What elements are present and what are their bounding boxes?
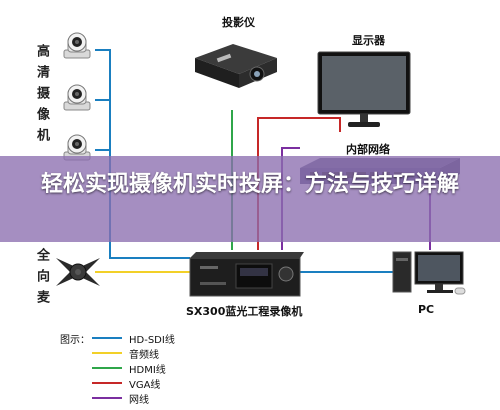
monitor-icon [317,51,411,127]
legend-swatch [92,352,122,354]
monitor-label: 显示器 [352,34,385,47]
recorder-label: SX300蓝光工程录像机 [186,305,303,318]
projector-label: 投影仪 [222,16,255,29]
legend-title: 图示： [60,335,90,346]
legend-swatch [92,397,122,399]
pc-label: PC [418,303,435,316]
network-label: 内部网络 [346,143,390,156]
projector-icon [195,44,277,88]
pc-icon [392,251,466,295]
legend-label: HD-SDI线 [129,335,175,346]
camera-icon [63,32,91,59]
legend-item-audio: 音频线 [92,347,252,361]
legend-swatch [92,367,122,369]
legend-swatch [92,337,122,339]
legend-label: VGA线 [129,380,161,391]
hd-cameras-label: 高清摄像机 [34,44,49,149]
recorder-icon [189,252,304,297]
legend-item-hdmi: HDMI线 [92,362,252,376]
camera-icon [63,84,91,111]
legend-label: 网线 [129,395,149,406]
banner-title: 轻松实现摄像机实时投屏：方法与技巧详解 [40,172,459,197]
legend-swatch [92,382,122,384]
legend-item-vga: VGA线 [92,377,252,391]
legend-label: HDMI线 [129,365,166,376]
omni-mic-label: 全向麦 [34,248,49,311]
sdi-cable [95,49,190,259]
legend-item-network: 网线 [92,392,252,406]
title-banner [0,156,500,242]
legend-label: 音频线 [129,350,159,361]
microphone-icon [56,258,100,286]
legend-item-sdi: HD-SDI线 [92,332,252,346]
